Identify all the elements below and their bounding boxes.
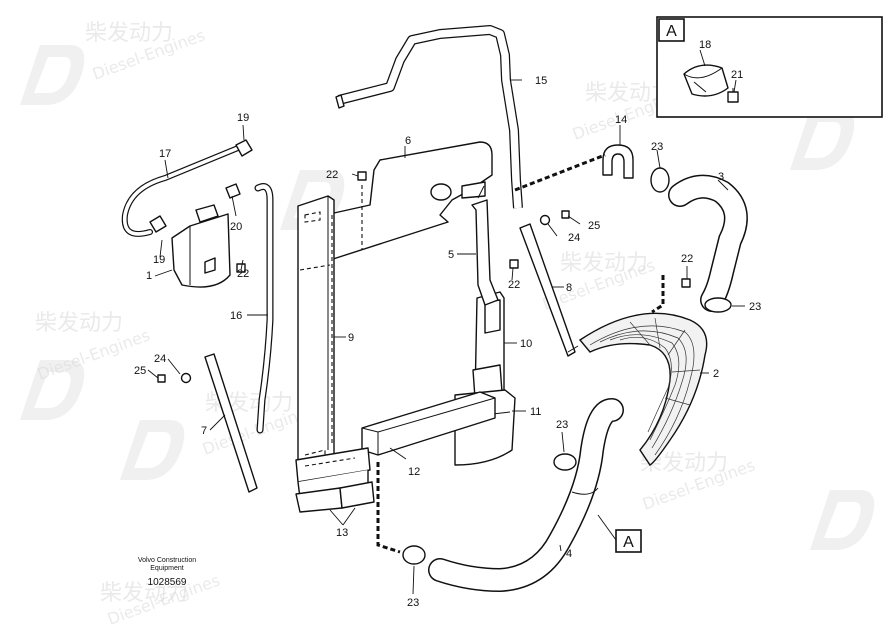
bracket-part-14 [602,144,634,179]
hidden-lines [299,185,363,271]
strap-part-7 [204,353,258,493]
callout-25: 25 [588,220,600,232]
callout-1: 1 [146,270,152,282]
hose-part-15 [335,25,523,209]
watermark-logo [120,420,185,480]
callout-4: 4 [566,548,572,560]
detail-a-tag-label: A [623,534,634,551]
fitting-part-20 [225,183,241,199]
callout-22: 22 [237,268,249,280]
callout-25: 25 [134,365,146,377]
bracket-part-6 [321,141,493,261]
callout-12: 12 [408,466,420,478]
watermark-logo [20,360,85,420]
callout-24: 24 [154,353,166,365]
watermark-cn: 柴发动力 [100,581,188,606]
credit-line-1: Volvo Construction [137,557,197,564]
grille-part-2 [578,312,708,466]
hose-part-16 [254,183,274,434]
callout-22: 22 [681,253,693,265]
callout-2: 2 [713,368,719,380]
callout-5: 5 [448,249,454,261]
leader-lines [147,49,745,595]
callout-9: 9 [348,332,354,344]
watermark-cn: 柴发动力 [85,21,173,46]
strap-part-8 [519,223,579,357]
callout-23: 23 [651,141,663,153]
callout-11: 11 [530,406,541,418]
callout-19: 19 [237,112,249,124]
detail-a-label: A [666,23,677,40]
fitting-part-19 [149,139,253,233]
washer-part-24 [180,214,551,384]
callout-22: 22 [326,169,338,181]
callout-14: 14 [615,114,627,126]
bolt-part-25 [157,210,570,383]
routing-lines [376,153,665,554]
frame-part-10 [472,291,505,403]
watermark-logo [790,110,855,170]
callout-17: 17 [159,148,171,160]
credit-line-2: Equipment [150,565,184,572]
callout-23: 23 [556,419,568,431]
callout-15: 15 [535,75,547,87]
cap-part-18 [683,64,729,97]
callout-20: 20 [230,221,242,233]
callout-7: 7 [201,425,207,437]
tank-part-1 [171,204,231,288]
callout-3: 3 [718,171,724,183]
watermark-logo [810,490,875,550]
hose-part-4 [428,398,624,593]
callout-8: 8 [566,282,572,294]
bracket-part-5 [471,185,499,306]
watermark-cn: 柴发动力 [35,311,123,336]
detail-a-tag: A [597,514,642,553]
callout-23: 23 [749,301,761,313]
watermark-cn: 柴发动力 [560,251,648,276]
clamp-part-23 [402,167,732,565]
detail-a-box: A [656,16,883,118]
bolt-part-21 [727,88,739,103]
hose-part-3 [668,174,748,312]
callout-22: 22 [508,279,520,291]
callout-6: 6 [405,135,411,147]
credit-block: Volvo Construction Equipment 1028569 [122,557,212,590]
callout-13: 13 [336,527,348,539]
callout-18: 18 [699,39,711,51]
block-part-13 [295,447,375,513]
watermark-logo [20,45,85,105]
callout-21: 21 [731,69,743,81]
callout-23: 23 [407,597,419,609]
callout-16: 16 [230,310,242,322]
callout-labels: 18 21 15 14 23 3 6 22 19 17 19 20 22 1 1… [134,39,761,609]
callout-19: 19 [153,254,165,266]
callout-10: 10 [520,338,532,350]
callout-24: 24 [568,232,580,244]
document-number: 1028569 [147,577,187,588]
frame-part-9 [297,195,335,466]
hose-part-17 [121,145,241,237]
